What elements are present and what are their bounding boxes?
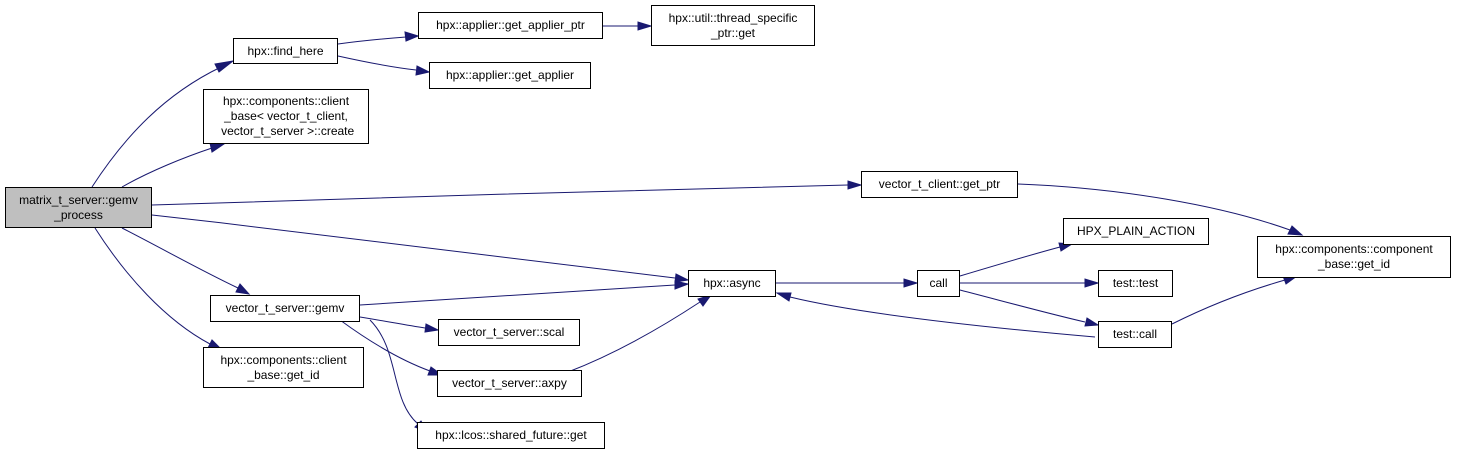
arrowhead [214,60,234,73]
node-test-call[interactable]: test::call [1098,321,1172,348]
node-vector-client-get-ptr[interactable]: vector_t_client::get_ptr [861,171,1018,198]
edge-call-to-plain-action [959,246,1061,277]
node-thread-specific-ptr-get[interactable]: hpx::util::thread_specific _ptr::get [651,5,815,46]
arrowhead [424,323,440,333]
arrowhead [404,31,420,42]
node-shared-future-get[interactable]: hpx::lcos::shared_future::get [417,422,605,449]
arrowhead [209,142,226,153]
edge-root-to-client-get-id [94,227,211,345]
arrowhead [235,283,251,295]
edge-gemv-to-axpy [339,319,431,372]
arrowhead [1084,317,1100,327]
edge-call-to-test-call [959,289,1086,323]
node-test-test[interactable]: test::test [1098,270,1173,297]
edge-root-to-find-here [91,66,222,188]
edge-test-call-to-async [789,296,1096,338]
edge-root-to-gemv [121,227,239,289]
arrowhead [415,65,431,76]
node-client-base-create[interactable]: hpx::components::client _base< vector_t_… [203,89,369,144]
node-vector-server-scal[interactable]: vector_t_server::scal [438,319,580,346]
arrowhead [1287,225,1304,236]
edge-find-here-to-get-applier [337,55,417,71]
node-component-base-get-id[interactable]: hpx::components::component _base::get_id [1257,236,1451,278]
arrowhead [697,294,713,307]
node-call[interactable]: call [917,270,960,297]
edge-gemv-to-scal [359,316,426,329]
node-hpx-async[interactable]: hpx::async [688,270,776,297]
arrowhead [637,21,653,31]
node-client-base-get-id[interactable]: hpx::components::client _base::get_id [203,347,364,388]
edge-gemv-to-shared-future-get [369,319,419,425]
edge-get-ptr-to-component-get-id [1017,183,1291,231]
edge-test-call-to-component-get-id [1171,279,1286,325]
arrowhead [674,280,690,290]
node-matrix-gemv-process: matrix_t_server::gemv _process [5,187,152,228]
arrowhead [903,278,919,288]
edge-root-to-get-ptr [151,184,849,206]
arrowhead [674,273,690,283]
edge-root-to-async [151,214,676,279]
node-vector-server-axpy[interactable]: vector_t_server::axpy [437,370,582,397]
edge-root-to-create [121,147,213,188]
node-hpx-plain-action[interactable]: HPX_PLAIN_ACTION [1063,218,1209,245]
arrowhead [1084,278,1100,288]
edge-axpy-to-async [567,301,701,373]
arrowhead [847,180,863,190]
arrowhead [775,292,792,302]
node-get-applier[interactable]: hpx::applier::get_applier [429,62,591,89]
node-vector-server-gemv[interactable]: vector_t_server::gemv [210,295,360,322]
node-find-here[interactable]: hpx::find_here [233,38,338,64]
edge-gemv-to-async [359,284,676,306]
node-get-applier-ptr[interactable]: hpx::applier::get_applier_ptr [418,12,603,39]
edge-find-here-to-get-applier-ptr [337,36,407,45]
